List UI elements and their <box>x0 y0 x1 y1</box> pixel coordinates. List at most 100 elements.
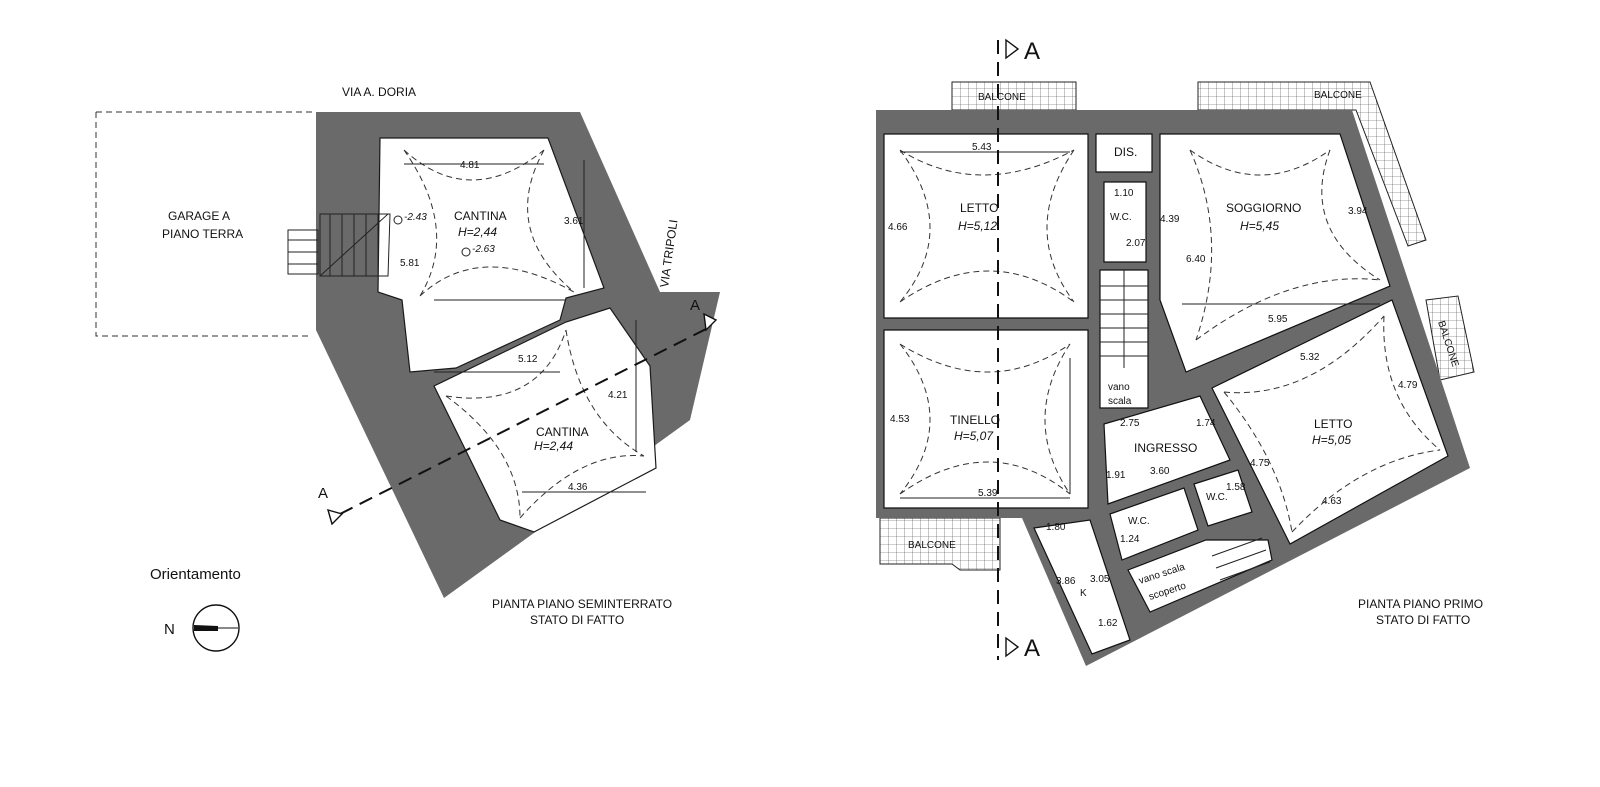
dim-394: 3.94 <box>1348 206 1368 217</box>
wc-upper-label: W.C. <box>1110 212 1132 223</box>
wc-middle-label: W.C. <box>1128 516 1150 527</box>
section-arrow-icon <box>1005 636 1020 658</box>
letto-upper-name: LETTO <box>960 201 998 215</box>
dim-475: 4.75 <box>1250 458 1270 469</box>
tinello-vault <box>899 343 1071 495</box>
wc-right-label: W.C. <box>1206 492 1228 503</box>
dim-539: 5.39 <box>978 488 998 499</box>
section-letter-first-bottom: A <box>1024 635 1040 662</box>
dim-439: 4.39 <box>1160 214 1180 225</box>
ingresso-room <box>1103 395 1231 505</box>
tinello-room <box>883 329 1089 509</box>
section-letter-basement-top: A <box>690 297 700 314</box>
wc-right-room <box>1193 469 1253 527</box>
dim-386: 3.86 <box>1056 576 1076 587</box>
wc-upper-room <box>1103 181 1147 263</box>
dim-595: 5.95 <box>1268 314 1288 325</box>
dim-180: 1.80 <box>1046 522 1066 533</box>
dim-532: 5.32 <box>1300 352 1320 363</box>
balcony-label-1: BALCONE <box>978 92 1026 103</box>
section-cut-line-basement <box>339 325 713 515</box>
level-marker-icon <box>461 247 471 257</box>
first-floor-stair <box>1100 270 1271 581</box>
section-arrow-icon <box>326 508 344 526</box>
section-arrow-icon <box>703 312 718 332</box>
first-floor-plan: A A BALCONE BALCONE BALCONE BALCONE LETT… <box>876 38 1483 666</box>
balcony-top-left <box>951 81 1077 111</box>
dim-207: 2.07 <box>1126 238 1146 249</box>
dim-466: 4.66 <box>888 222 908 233</box>
dim-360: 3.60 <box>1150 466 1170 477</box>
letto-right-vault <box>1223 315 1441 533</box>
balcony-label-2: BALCONE <box>1314 90 1362 101</box>
basement-plan: VIA A. DORIA GARAGE A PIANO TERRA VIA TR… <box>95 85 720 652</box>
cantina-upper-name: CANTINA <box>454 209 507 223</box>
letto-right-name: LETTO <box>1314 417 1352 431</box>
vano-scala-scoperto-area <box>1127 539 1273 613</box>
basement-dim-5: 4.21 <box>608 390 628 401</box>
level-marker-icon <box>393 215 403 225</box>
dim-158: 1.58 <box>1226 482 1246 493</box>
basement-stair <box>287 213 391 277</box>
tinello-name: TINELLO <box>950 413 1000 427</box>
dim-463: 4.63 <box>1322 496 1342 507</box>
basement-dim-3: 5.81 <box>400 258 420 269</box>
dim-275: 2.75 <box>1120 418 1140 429</box>
basement-title-line2: STATO DI FATTO <box>530 613 624 627</box>
dim-479: 4.79 <box>1398 380 1418 391</box>
tinello-height: H=5,07 <box>954 429 994 443</box>
kitchen-label: K <box>1080 588 1087 599</box>
letto-upper-height: H=5,12 <box>958 219 997 233</box>
dis-label: DIS. <box>1114 145 1137 159</box>
level-lower: -2.63 <box>472 244 495 255</box>
soggiorno-height: H=5,45 <box>1240 219 1279 233</box>
balcony-right <box>1425 295 1475 381</box>
dim-543: 5.43 <box>972 142 992 153</box>
kitchen-room <box>1033 519 1131 655</box>
level-upper: -2.43 <box>404 212 427 223</box>
dim-191: 1.91 <box>1106 470 1126 481</box>
letto-upper-vault <box>899 149 1075 303</box>
soggiorno-vault <box>1189 149 1381 341</box>
north-letter: N <box>164 621 175 638</box>
first-floor-title-line1: PIANTA PIANO PRIMO <box>1358 597 1483 611</box>
dim-640: 6.40 <box>1186 254 1206 265</box>
basement-dim-4: 5.12 <box>518 354 538 365</box>
ingresso-label: INGRESSO <box>1134 441 1197 455</box>
letto-right-room <box>1211 299 1449 545</box>
letto-upper-room <box>883 133 1089 319</box>
orientation-title: Orientamento <box>150 566 241 583</box>
garage-outline <box>95 111 316 337</box>
basement-dim-2: 3.61 <box>564 216 584 227</box>
cantina-lower-name: CANTINA <box>536 425 589 439</box>
disimpegno <box>1095 133 1153 173</box>
section-arrow-icon <box>1005 38 1020 60</box>
section-letter-first-top: A <box>1024 38 1040 65</box>
letto-right-height: H=5,05 <box>1312 433 1351 447</box>
compass-pointer-icon <box>194 625 218 631</box>
dim-110: 1.10 <box>1114 188 1134 199</box>
dim-124: 1.24 <box>1120 534 1140 545</box>
soggiorno-room <box>1159 133 1391 373</box>
dim-162: 1.62 <box>1098 618 1118 629</box>
cantina-upper-room <box>377 137 605 373</box>
cantina-lower-room <box>433 307 657 533</box>
vano-scala-line2: scala <box>1108 396 1132 407</box>
garage-label-line2: PIANO TERRA <box>162 227 243 241</box>
vano-scala-line1: vano <box>1108 382 1130 393</box>
dim-305: 3.05 <box>1090 574 1110 585</box>
balcony-label-4: BALCONE <box>908 540 956 551</box>
cantina-upper-vault <box>403 149 575 297</box>
soggiorno-name: SOGGIORNO <box>1226 201 1301 215</box>
street-label-side: VIA TRIPOLI <box>657 219 680 289</box>
section-letter-basement-bottom: A <box>318 485 328 502</box>
cantina-lower-vault <box>445 329 645 519</box>
wc-middle-room <box>1109 487 1199 561</box>
street-label-top: VIA A. DORIA <box>342 85 416 99</box>
dim-174: 1.74 <box>1196 418 1216 429</box>
first-floor-title-line2: STATO DI FATTO <box>1376 613 1470 627</box>
basement-dim-1: 4.81 <box>460 160 480 171</box>
dim-453: 4.53 <box>890 414 910 425</box>
